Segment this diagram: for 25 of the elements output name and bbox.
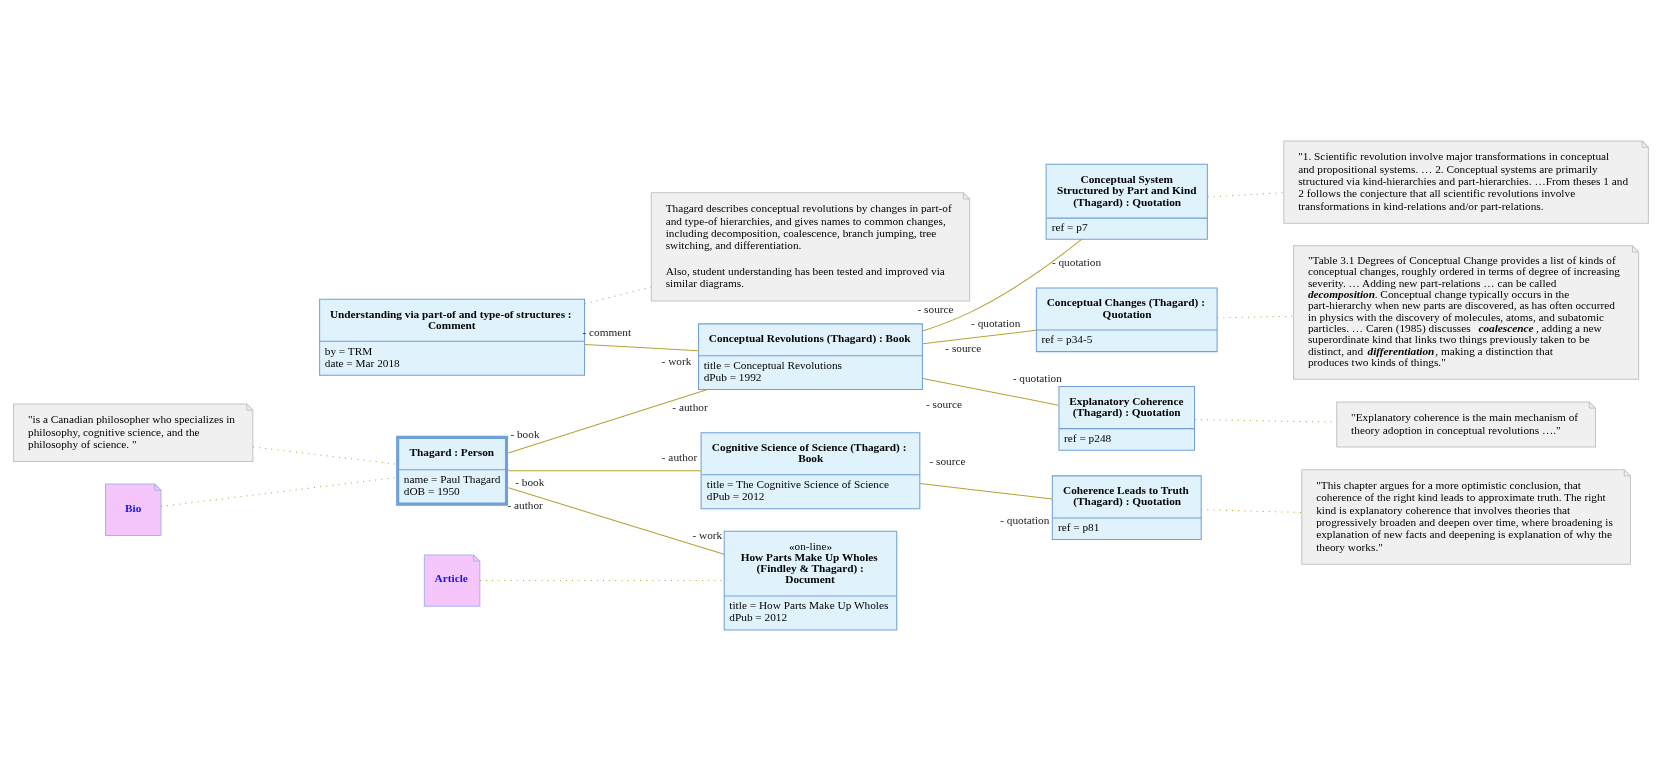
edge-label: - quotation	[1012, 371, 1062, 384]
connector	[922, 329, 1037, 344]
connector	[507, 388, 708, 454]
edge-label: - author	[661, 450, 698, 463]
connector	[507, 486, 725, 555]
edge-label: - book	[510, 427, 540, 440]
edge-label: - work	[692, 528, 723, 541]
edge-label: - quotation	[1000, 513, 1050, 526]
edge-label: - book	[515, 475, 545, 488]
connector	[584, 286, 652, 304]
edge-label: - work	[661, 354, 692, 367]
connector	[919, 482, 1053, 500]
connector	[160, 476, 397, 507]
connector	[922, 238, 1083, 331]
connector	[507, 469, 702, 471]
edge-label: - author	[507, 498, 543, 511]
edge-label: - source	[945, 341, 982, 354]
edge-label: - source	[925, 397, 963, 410]
connector	[584, 343, 699, 351]
edge-label: - quotation	[971, 316, 1021, 329]
edge-label: - author	[672, 400, 708, 413]
edge-label: - quotation	[1051, 255, 1102, 268]
connector	[922, 377, 1060, 406]
edge-label: - source	[929, 454, 966, 467]
edge-label: - source	[917, 302, 954, 315]
